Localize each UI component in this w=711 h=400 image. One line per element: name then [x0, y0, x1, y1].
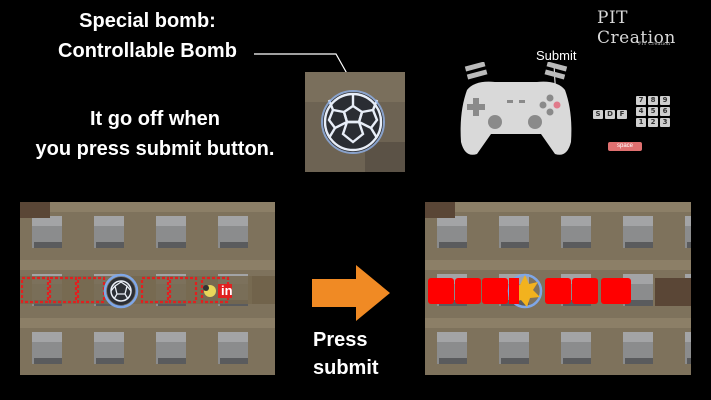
key-4: 4 [636, 107, 646, 116]
brand-name: PIT Creation [597, 8, 676, 48]
key-d: D [605, 110, 615, 119]
key-8: 8 [648, 96, 658, 105]
key-6: 6 [660, 107, 670, 116]
key-5: 5 [648, 107, 658, 116]
scene-before [20, 202, 275, 375]
key-s: S [593, 110, 603, 119]
bomb-thumbnail [305, 72, 405, 172]
submit-label: Submit [536, 48, 577, 63]
key-1: 1 [636, 118, 646, 127]
bomb-title: Special bomb: Controllable Bomb [20, 6, 275, 66]
description-line2: you press submit button. [35, 138, 275, 160]
arrow-right-icon [312, 265, 390, 321]
action-caption: Press submit [313, 326, 379, 382]
numpad: 7 8 9 4 5 6 1 2 3 [636, 96, 670, 127]
keys-sdf: S D F [593, 110, 627, 119]
bomb-description: It go off when you press submit button. [5, 104, 305, 164]
key-space: space [608, 142, 642, 151]
key-9: 9 [660, 96, 670, 105]
player-marker-label: in [221, 283, 233, 298]
bomb-title-line1: Special bomb: [79, 10, 216, 32]
key-2: 2 [648, 118, 658, 127]
gamepad-icon [460, 62, 572, 155]
brand-subtitle: PIT Creation [638, 41, 671, 47]
key-7: 7 [636, 96, 646, 105]
action-line1: Press [313, 329, 368, 351]
key-f: F [617, 110, 627, 119]
description-line1: It go off when [90, 108, 220, 130]
scene-after [425, 202, 691, 375]
bomb-title-line2: Controllable Bomb [58, 40, 237, 62]
action-line2: submit [313, 357, 379, 379]
key-3: 3 [660, 118, 670, 127]
